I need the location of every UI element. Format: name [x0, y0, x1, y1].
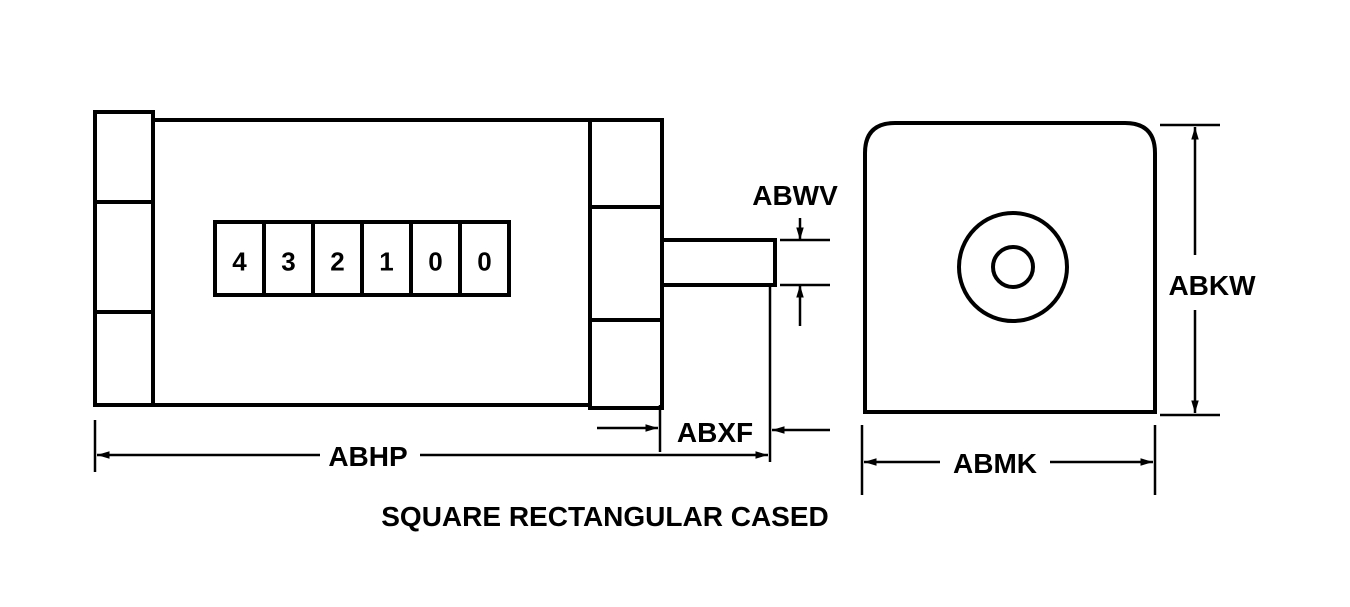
abkw-dimension: ABKW — [1160, 123, 1256, 417]
side-case — [863, 121, 1157, 414]
abhp-dimension: ABHP — [93, 420, 768, 472]
abmk-label: ABMK — [953, 448, 1037, 479]
counter-digit: 3 — [281, 247, 295, 277]
abkw-label: ABKW — [1168, 270, 1256, 301]
right-end-cap — [588, 118, 664, 410]
counter-digit: 0 — [477, 247, 491, 277]
abwv-dimension: ABWV — [752, 180, 838, 326]
counter-window: 4 3 2 1 0 0 — [213, 220, 511, 297]
counter-digit: 1 — [379, 247, 393, 277]
left-end-cap — [93, 110, 155, 407]
abxf-dimension: ABXF — [597, 285, 830, 462]
counter-digit: 0 — [428, 247, 442, 277]
shaft — [662, 238, 777, 287]
abmk-dimension: ABMK — [860, 425, 1157, 495]
outer-ring — [957, 211, 1069, 323]
abxf-label: ABXF — [677, 417, 753, 448]
digit-box — [458, 220, 511, 297]
counter-digit: 2 — [330, 247, 344, 277]
counter-digit: 4 — [232, 247, 247, 277]
abwv-label: ABWV — [752, 180, 838, 211]
front-view: 4 3 2 1 0 0 — [93, 110, 777, 410]
abhp-label: ABHP — [328, 441, 407, 472]
shaft-end — [991, 245, 1035, 289]
side-view — [863, 121, 1157, 414]
caption: SQUARE RECTANGULAR CASED — [381, 501, 829, 532]
main-body — [153, 118, 590, 407]
